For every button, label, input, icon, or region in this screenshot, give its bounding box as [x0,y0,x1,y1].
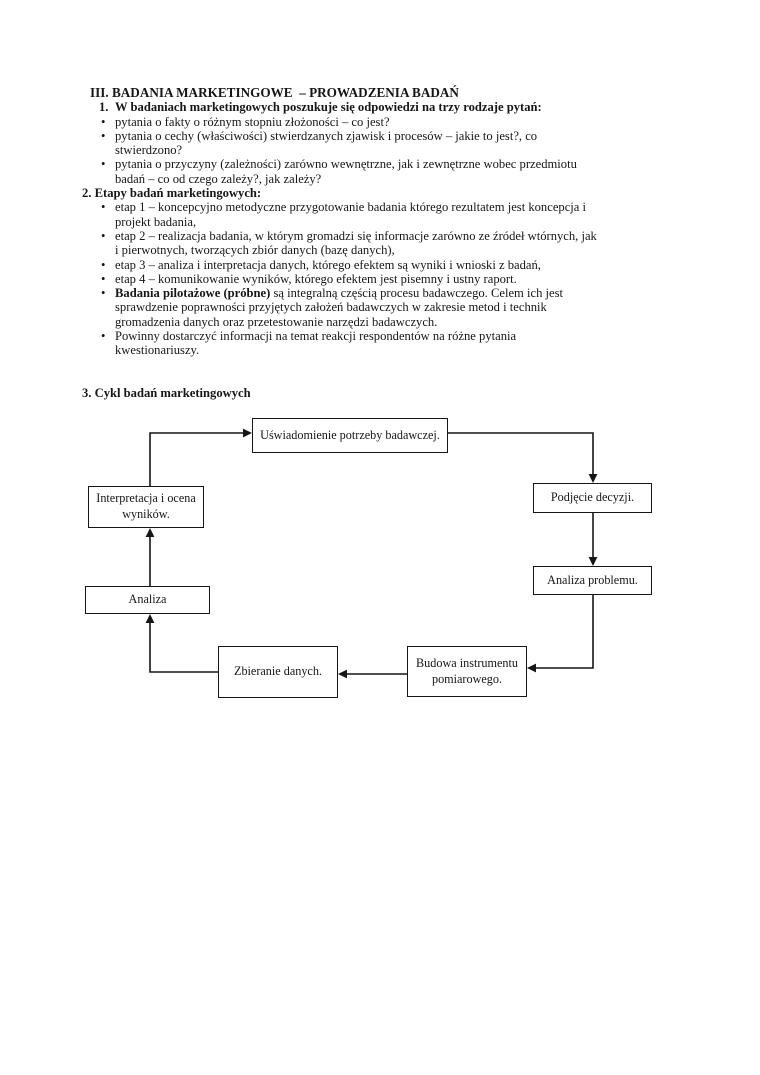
arrowhead-down-icon [588,557,598,566]
arrow-analiza-problemu-to-budowa [536,595,594,669]
text-line: stwierdzono? [115,143,183,158]
arrowhead-left-icon [527,663,536,673]
list-item-text: etap 3 – analiza i interpretacja danych,… [115,258,541,272]
list-item-text: etap 4 – komunikowanie wyników, którego … [115,272,517,286]
text-line: pytania o przyczyny (zależności) zarówno… [115,157,577,172]
text-line: Powinny dostarczyć informacji na temat r… [115,329,517,344]
list-item: • etap 1 – koncepcyjno metodyczne przygo… [101,200,752,229]
bullet-marker: • [101,257,106,272]
list-item: • etap 3 – analiza i interpretacja danyc… [101,258,752,272]
arrow-interpretacja-to-uswiadomienie [149,432,243,486]
list-item-text: etap 1 – koncepcyjno metodyczne przygoto… [115,200,586,229]
diagram-node-analiza: Analiza [85,586,210,614]
list-item-text: Powinny dostarczyć informacji na temat r… [115,329,516,358]
section1-heading-text: W badaniach marketingowych poszukuje się… [115,100,542,115]
arrow-uswiadomienie-to-podjecie [448,432,594,474]
bullet-marker: • [101,157,106,172]
list-item: • pytania o przyczyny (zależności) zarów… [101,157,752,186]
arrowhead-left-icon [338,669,347,679]
list-item: • etap 4 – komunikowanie wyników, któreg… [101,272,752,286]
text-line: etap 3 – analiza i interpretacja danych,… [115,257,541,272]
diagram-node-zbieranie-danych: Zbieranie danych. [218,646,338,698]
arrowhead-up-icon [145,614,155,623]
list-item: • Powinny dostarczyć informacji na temat… [101,329,752,358]
list-item: • Badania pilotażowe (próbne) są integra… [101,286,752,329]
text-line: gromadzenia danych oraz przetestowanie n… [115,314,438,329]
bullet-marker: • [101,128,106,143]
text-rest: są integralną częścią procesu badawczego… [270,286,564,301]
bullet-marker: • [101,200,106,215]
section2-heading: 2. Etapy badań marketingowych: [82,186,262,201]
document-title: III. BADANIA MARKETINGOWE – PROWADZENIA … [90,85,459,100]
bold-lead-text: Badania pilotażowe (próbne) [115,286,271,301]
section1-number: 1. [99,100,109,115]
bullet-marker: • [101,329,106,344]
arrowhead-right-icon [243,428,252,438]
text-line: badań – co od czego zależy?, jak zależy? [115,171,322,186]
diagram-node-budowa-instrumentu: Budowa instrumentu pomiarowego. [407,646,527,697]
text-line: etap 1 – koncepcyjno metodyczne przygoto… [115,200,587,215]
section1-heading: 1. W badaniach marketingowych poszukuje … [99,100,752,114]
section3-heading: 3. Cykl badań marketingowych [82,385,251,400]
text-line: etap 2 – realizacja badania, w którym gr… [115,228,597,243]
list-item: • pytania o cechy (właściwości) stwierdz… [101,129,752,158]
diagram-node-analiza-problemu: Analiza problemu. [533,566,652,595]
text-line: i pierwotnych, tworzących zbiór danych (… [115,243,395,258]
bullet-marker: • [101,114,106,129]
list-item: • pytania o fakty o różnym stopniu złożo… [101,115,752,129]
diagram-node-podjecie-decyzji: Podjęcie decyzji. [533,483,652,513]
list-item-text: etap 2 – realizacja badania, w którym gr… [115,229,597,258]
document-body: III. BADANIA MARKETINGOWE – PROWADZENIA … [82,85,752,400]
list-item-text: pytania o fakty o różnym stopniu złożono… [115,115,390,129]
list-item-text: pytania o cechy (właściwości) stwierdzan… [115,129,537,158]
text-line: pytania o cechy (właściwości) stwierdzan… [115,128,538,143]
text-line: pytania o fakty o różnym stopniu złożono… [115,114,390,129]
arrowhead-down-icon [588,474,598,483]
text-line: projekt badania, [115,214,197,229]
text-line: etap 4 – komunikowanie wyników, którego … [115,271,517,286]
list-item-text: Badania pilotażowe (próbne) są integraln… [115,286,563,329]
text-line: Badania pilotażowe (próbne) są integraln… [115,286,563,300]
arrow-zbieranie-to-analiza [149,623,218,673]
arrowhead-up-icon [145,528,155,537]
text-line: sprawdzenie poprawności przyjętych założ… [115,300,547,315]
diagram-node-interpretacja: Interpretacja i ocena wyników. [88,486,204,528]
diagram-node-uswiadomienie: Uświadomienie potrzeby badawczej. [252,418,448,453]
list-item: • etap 2 – realizacja badania, w którym … [101,229,752,258]
bullet-marker: • [101,271,106,286]
bullet-marker: • [101,228,106,243]
list-item-text: pytania o przyczyny (zależności) zarówno… [115,157,577,186]
text-line: kwestionariuszy. [115,343,200,358]
bullet-marker: • [101,286,106,301]
